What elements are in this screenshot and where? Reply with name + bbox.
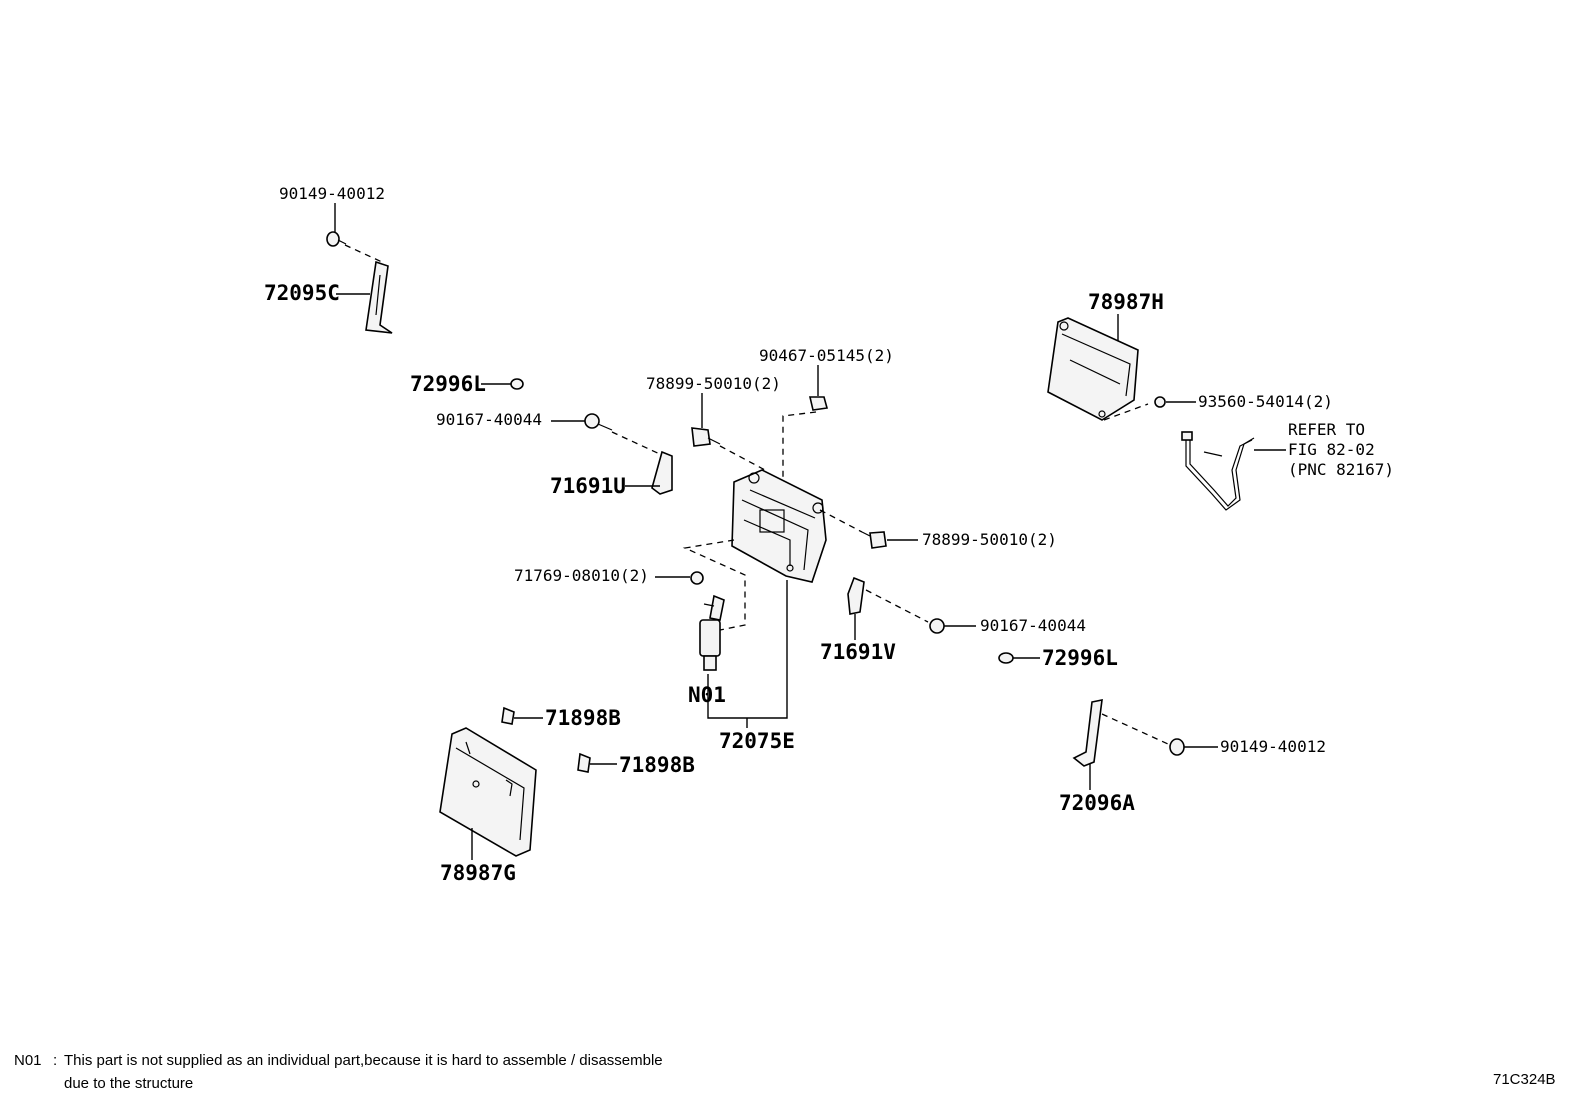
refer-note-line1: REFER TO: [1288, 420, 1365, 439]
callout-90149-40012-top: 90149-40012: [279, 184, 385, 203]
clip-71898b-icon: [501, 706, 515, 725]
callout-71898b-lower: 71898B: [619, 753, 695, 777]
callout-78899-50010-upper: 78899-50010(2): [646, 374, 781, 393]
footnote-line1: This part is not supplied as an individu…: [64, 1052, 663, 1069]
refer-note-line2: FIG 82-02: [1288, 440, 1375, 459]
dashed-guide: [819, 509, 863, 533]
callout-90149-40012-right: 90149-40012: [1220, 737, 1326, 756]
wire-harness-icon: [1181, 431, 1255, 511]
dashed-guide: [782, 411, 817, 485]
dashed-guide: [865, 589, 929, 623]
screw-icon: [584, 413, 613, 431]
retainer-icon: [690, 571, 704, 585]
footnote-code: N01: [14, 1052, 42, 1069]
figure-id: 71C324B: [1493, 1071, 1556, 1088]
cover-78987h-icon: [1047, 317, 1139, 421]
clip-71898b-icon: [577, 752, 591, 773]
callout-93560-54014: 93560-54014(2): [1198, 392, 1333, 411]
bracket-72096a-icon: [1072, 698, 1103, 767]
screw-icon: [929, 618, 945, 634]
dashed-guide: [682, 539, 746, 631]
callout-n01: N01: [688, 683, 726, 707]
bracket-72095c-icon: [365, 260, 393, 334]
callout-90167-40044-right: 90167-40044: [980, 616, 1086, 635]
frame-72075e-icon: [731, 469, 827, 583]
dashed-guide: [344, 244, 383, 263]
cover-78987g-icon: [439, 727, 537, 857]
clip-71691v-icon: [847, 576, 865, 615]
clip-71691u-icon: [651, 450, 673, 495]
callout-72996l-left: 72996L: [410, 372, 486, 396]
callout-71691u: 71691U: [550, 474, 626, 498]
callout-78987h: 78987H: [1088, 290, 1164, 314]
bolt-icon: [326, 231, 347, 247]
footnote-separator: :: [53, 1052, 58, 1069]
footnote-line2: due to the structure: [64, 1075, 194, 1092]
callout-72096a: 72096A: [1059, 791, 1135, 815]
screw-icon: [1154, 396, 1166, 408]
dashed-guide: [1101, 713, 1169, 745]
dashed-guide: [1103, 403, 1149, 421]
dashed-guide: [719, 445, 766, 471]
bolt-icon: [861, 531, 887, 549]
callout-71769-08010: 71769-08010(2): [514, 566, 649, 585]
nut-icon: [808, 396, 829, 411]
dashed-guide: [611, 431, 665, 457]
bolt-icon: [1169, 738, 1185, 756]
callout-72996l-right: 72996L: [1042, 646, 1118, 670]
actuator-n01-icon: [699, 594, 725, 671]
callout-78899-50010-right: 78899-50010(2): [922, 530, 1057, 549]
callout-72095c: 72095C: [264, 281, 340, 305]
callout-71898b-upper: 71898B: [545, 706, 621, 730]
callout-71691v: 71691V: [820, 640, 896, 664]
clip-icon: [510, 378, 524, 390]
callout-90167-40044-left: 90167-40044: [436, 410, 542, 429]
clip-icon: [998, 652, 1014, 664]
callout-72075e: 72075E: [719, 729, 795, 753]
callout-78987g: 78987G: [440, 861, 516, 885]
bolt-icon: [691, 427, 721, 447]
refer-note-line3: (PNC 82167): [1288, 460, 1394, 479]
callout-90467-05145: 90467-05145(2): [759, 346, 894, 365]
